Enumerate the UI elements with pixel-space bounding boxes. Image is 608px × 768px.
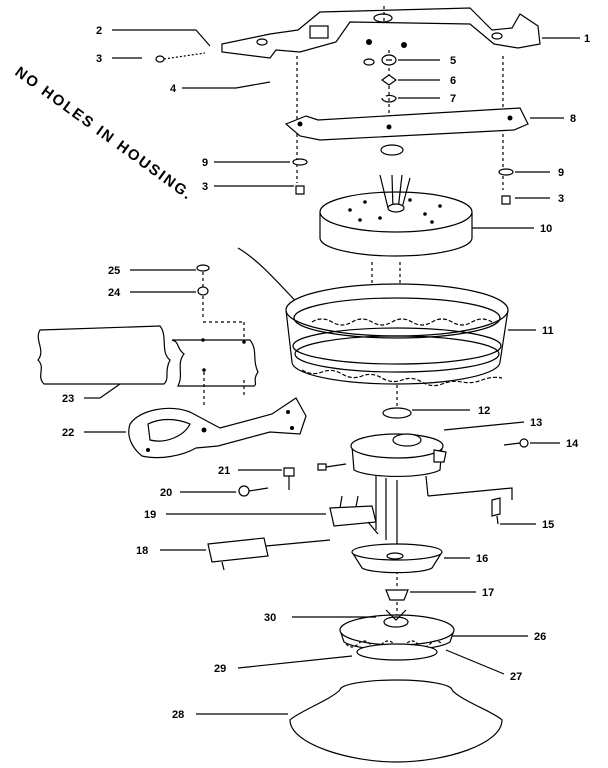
callout-28: 28: [172, 709, 184, 721]
callout-29: 29: [214, 663, 226, 675]
callout-11: 11: [542, 325, 554, 337]
callout-26: 26: [534, 631, 546, 643]
callout-labels: 1 2 3 4 5 6 7 8 9 3 9 3 10 25 24 11 23 2…: [62, 25, 590, 721]
callout-25: 25: [108, 265, 120, 277]
note-no-holes-in-housing: NO HOLES IN HOUSING.: [12, 63, 197, 204]
part-connector-15: [491, 497, 501, 525]
callout-8: 8: [570, 113, 576, 125]
part-screw-14: [503, 438, 529, 448]
callout-15: 15: [542, 519, 554, 531]
part-switch-housing: [350, 433, 513, 545]
part-light-fixture: [339, 609, 455, 661]
callout-9-left: 9: [202, 157, 208, 169]
callout-23: 23: [62, 393, 74, 405]
callout-13: 13: [530, 417, 542, 429]
callout-22: 22: [62, 427, 74, 439]
part-switch-19: [329, 495, 379, 535]
callout-27: 27: [510, 671, 522, 683]
callout-10: 10: [540, 223, 552, 235]
part-screw-20: [238, 485, 269, 497]
callout-12: 12: [478, 405, 490, 417]
callout-9-right: 9: [558, 167, 564, 179]
part-mounting-bracket: [221, 7, 541, 59]
callout-3-left: 3: [202, 181, 208, 193]
callout-4: 4: [170, 83, 177, 95]
callout-6: 6: [450, 75, 456, 87]
callout-3: 3: [96, 53, 102, 65]
part-capacitor-18: [207, 537, 331, 571]
callout-14: 14: [566, 438, 579, 450]
part-motor-housing-ring: [285, 283, 509, 387]
callout-19: 19: [144, 509, 156, 521]
part-blade: [37, 321, 259, 408]
part-washers-screws: [292, 144, 514, 205]
callout-20: 20: [160, 487, 172, 499]
callout-17: 17: [482, 587, 494, 599]
callout-3-right: 3: [558, 193, 564, 205]
callout-2: 2: [96, 25, 102, 37]
part-screw-21: [283, 463, 347, 490]
callout-16: 16: [476, 553, 488, 565]
part-blade-iron: [128, 397, 307, 459]
callout-1: 1: [584, 33, 590, 45]
callout-18: 18: [136, 545, 148, 557]
callout-24: 24: [108, 287, 121, 299]
part-washer-12: [382, 407, 412, 419]
part-canopy-housing: [319, 174, 473, 257]
part-switch-cup: [351, 543, 443, 574]
part-small-hardware: [363, 54, 398, 103]
part-screw-25-24: [196, 264, 210, 296]
callout-7: 7: [450, 93, 456, 105]
leader-lines: [84, 29, 580, 715]
part-screw-top-left: [155, 52, 206, 63]
callout-21: 21: [218, 465, 230, 477]
callout-30: 30: [264, 612, 276, 624]
part-mounting-plate: [284, 107, 529, 141]
part-nut-17: [385, 589, 409, 601]
part-glass-globe: [289, 679, 503, 763]
callout-5: 5: [450, 55, 456, 67]
